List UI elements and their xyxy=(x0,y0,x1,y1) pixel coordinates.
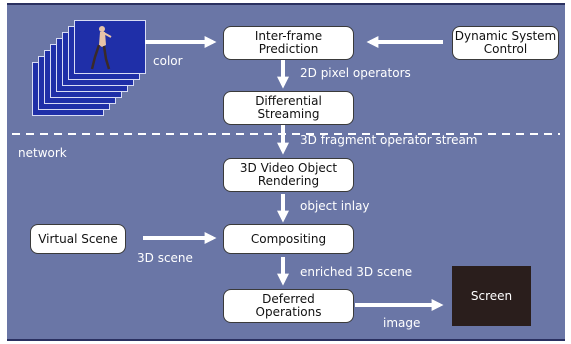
node-label: Differential xyxy=(255,94,322,108)
node-label: 3D Video Object xyxy=(239,161,338,175)
dynamic-system-control-node: Dynamic System Control xyxy=(452,26,559,60)
node-label: Control xyxy=(483,42,528,56)
screen-node: Screen xyxy=(452,266,531,326)
inter-frame-prediction-node: Inter-frame Prediction xyxy=(223,26,354,60)
compositing-node: Compositing xyxy=(223,224,354,254)
node-label: Compositing xyxy=(250,231,327,246)
edge-label-color: color xyxy=(153,54,183,68)
edge-label-image: image xyxy=(383,316,421,330)
edge-label-object-inlay: object inlay xyxy=(300,199,370,213)
dancer-figure-icon xyxy=(90,26,112,70)
differential-streaming-node: Differential Streaming xyxy=(223,91,354,125)
node-label: Deferred xyxy=(262,292,315,306)
node-label: Inter-frame xyxy=(254,29,323,43)
edge-label-3d-scene: 3D scene xyxy=(137,251,193,265)
virtual-scene-node: Virtual Scene xyxy=(30,224,126,254)
edge-label-pixel-operators: 2D pixel operators xyxy=(300,66,411,80)
node-label: Streaming xyxy=(257,107,320,121)
video-object-rendering-node: 3D Video Object Rendering xyxy=(223,158,354,192)
node-label: Prediction xyxy=(258,42,319,56)
node-label: Rendering xyxy=(257,174,320,188)
node-label: Operations xyxy=(255,305,322,319)
deferred-operations-node: Deferred Operations xyxy=(223,289,354,323)
edge-label-fragment-stream: 3D fragment operator stream xyxy=(300,133,478,147)
node-label: Dynamic System xyxy=(454,29,557,43)
edge-label-enriched-scene: enriched 3D scene xyxy=(300,265,413,279)
node-label: Virtual Scene xyxy=(38,231,118,246)
video-frame xyxy=(74,20,146,74)
node-label: Screen xyxy=(470,289,513,303)
network-label: network xyxy=(18,146,67,160)
